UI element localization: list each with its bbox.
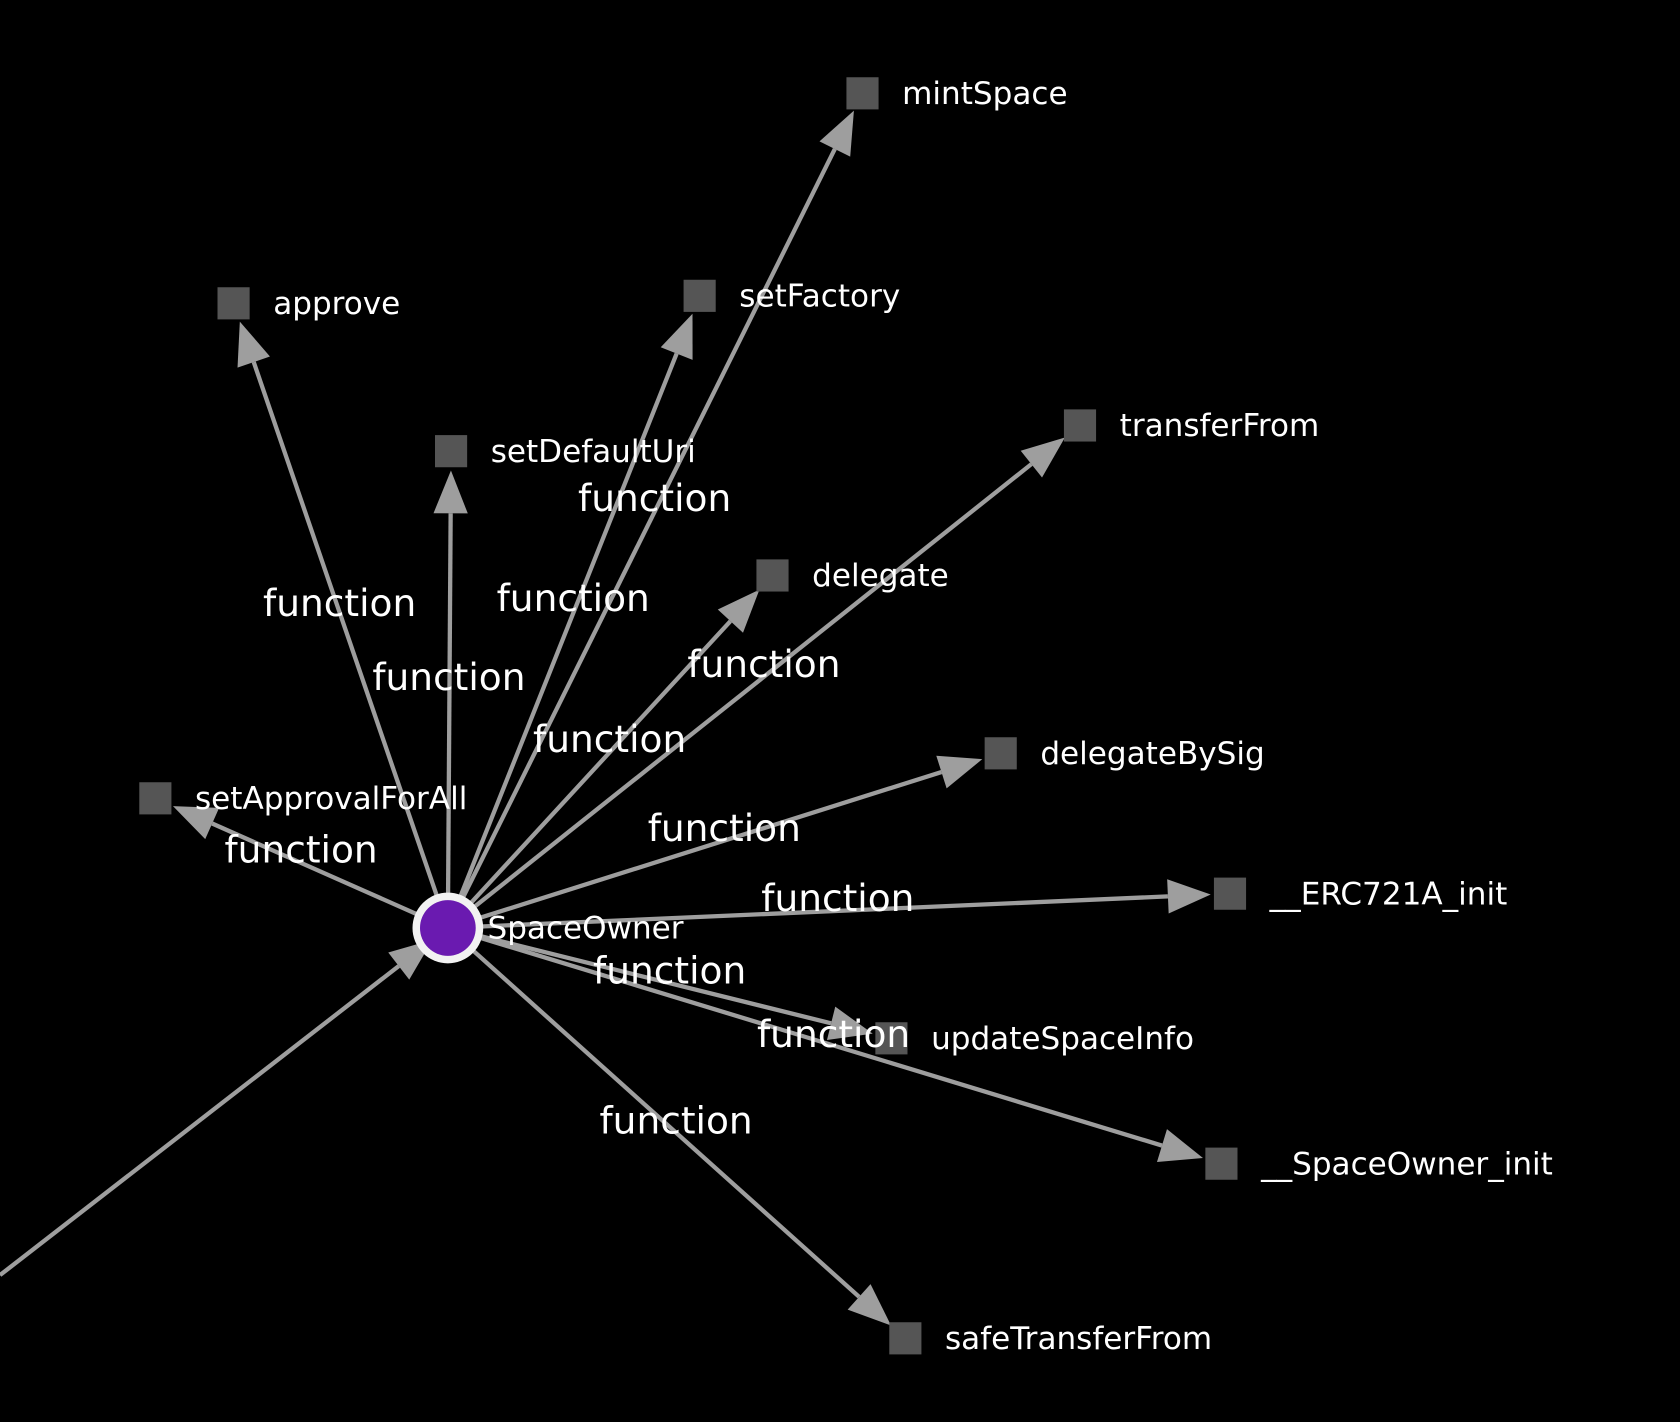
edge-5[interactable]	[446, 589, 760, 930]
node-label: __ERC721A_init	[1269, 876, 1508, 912]
arrowhead-icon	[660, 313, 693, 360]
edge-6[interactable]	[447, 755, 983, 931]
node-setapprovalforall[interactable]: setApprovalForAll	[139, 781, 467, 817]
node-label: transferFrom	[1120, 408, 1320, 444]
edge-line	[447, 925, 1163, 1148]
node-square[interactable]	[1213, 877, 1247, 910]
edge-label: function	[497, 576, 650, 620]
edge-line	[446, 462, 1033, 930]
edge-label: function	[263, 581, 416, 625]
edge-line	[445, 148, 837, 929]
edge-10[interactable]	[447, 925, 1203, 1162]
edge-8[interactable]	[447, 879, 1211, 931]
node-setfactory[interactable]: setFactory	[683, 279, 901, 315]
edge-1[interactable]	[237, 321, 450, 929]
edge-label: function	[593, 949, 746, 993]
edge-4[interactable]	[446, 437, 1065, 930]
edge-line	[446, 619, 732, 930]
edge-line	[447, 894, 1169, 931]
node-setdefaulturi[interactable]: setDefaultUri	[435, 434, 696, 470]
edge-line	[447, 925, 832, 1026]
node-square[interactable]	[435, 435, 468, 468]
edge-label: function	[372, 655, 525, 699]
node-safetransferfrom[interactable]: safeTransferFrom	[889, 1321, 1212, 1357]
edge-line	[0, 964, 401, 1277]
arrowhead-icon	[237, 321, 270, 368]
edge-incoming[interactable]	[0, 939, 433, 1277]
node-square[interactable]	[756, 559, 789, 592]
arrowhead-icon	[826, 1006, 873, 1040]
node-square[interactable]	[1205, 1147, 1238, 1180]
node-label: delegateBySig	[1040, 736, 1264, 772]
node-square[interactable]	[875, 1022, 908, 1055]
arrowhead-icon	[1020, 437, 1065, 478]
edge-11[interactable]	[446, 926, 892, 1326]
arrowhead-icon	[819, 110, 854, 157]
node-square[interactable]	[217, 287, 250, 320]
edge-label: function	[599, 1099, 752, 1143]
node-label: safeTransferFrom	[945, 1321, 1212, 1357]
node-label: setDefaultUri	[491, 434, 696, 470]
node-delegatebysig[interactable]: delegateBySig	[984, 736, 1265, 772]
node-delegate[interactable]: delegate	[756, 558, 949, 594]
edge-2[interactable]	[445, 313, 693, 929]
edge-line	[446, 926, 861, 1299]
node-spaceownerinit[interactable]: __SpaceOwner_init	[1205, 1146, 1553, 1182]
node-square[interactable]	[984, 737, 1017, 770]
edge-label: function	[224, 828, 377, 872]
edge-label: function	[761, 876, 914, 920]
node-label: setApprovalForAll	[195, 781, 467, 817]
node-square[interactable]	[139, 782, 172, 815]
arrowhead-icon	[847, 1284, 892, 1326]
edge-line	[445, 513, 453, 928]
edge-label: function	[578, 476, 731, 520]
edge-3[interactable]	[433, 470, 468, 928]
center-node[interactable]	[420, 900, 476, 956]
edge-label: function	[648, 806, 801, 850]
node-square[interactable]	[683, 279, 716, 312]
node-label: updateSpaceInfo	[931, 1021, 1194, 1057]
node-square[interactable]	[846, 77, 879, 110]
node-mintspace[interactable]: mintSpace	[846, 76, 1068, 112]
edge-label: function	[687, 642, 840, 686]
node-label: mintSpace	[902, 76, 1067, 112]
node-square[interactable]	[889, 1322, 922, 1355]
arrowhead-icon	[433, 470, 468, 514]
node-square[interactable]	[1063, 409, 1097, 442]
edge-9[interactable]	[447, 925, 873, 1040]
node-spaceowner[interactable]: SpaceOwner	[412, 892, 684, 964]
node-label: approve	[273, 286, 400, 322]
arrowhead-icon	[936, 755, 983, 789]
arrowhead-icon	[1156, 1129, 1203, 1162]
edge-line	[445, 352, 679, 929]
node-updatespaceinfo[interactable]: updateSpaceInfo	[875, 1021, 1194, 1057]
arrowhead-icon	[172, 806, 220, 840]
node-label: delegate	[812, 558, 949, 594]
node-approve[interactable]: approve	[217, 286, 401, 322]
center-node-label: SpaceOwner	[487, 911, 683, 947]
edge-label: function	[533, 717, 686, 761]
edge-line	[211, 821, 449, 930]
node-label: setFactory	[739, 279, 900, 315]
edge-line	[251, 361, 450, 929]
arrowhead-icon	[717, 589, 760, 633]
edge-0[interactable]	[445, 110, 854, 929]
node-erc721ainit[interactable]: __ERC721A_init	[1213, 876, 1508, 912]
node-label: __SpaceOwner_init	[1260, 1146, 1553, 1182]
edge-line	[447, 769, 943, 931]
edge-7[interactable]	[172, 806, 449, 930]
edge-label: function	[757, 1012, 910, 1056]
node-transferfrom[interactable]: transferFrom	[1063, 408, 1320, 444]
arrowhead-icon	[1167, 879, 1211, 914]
